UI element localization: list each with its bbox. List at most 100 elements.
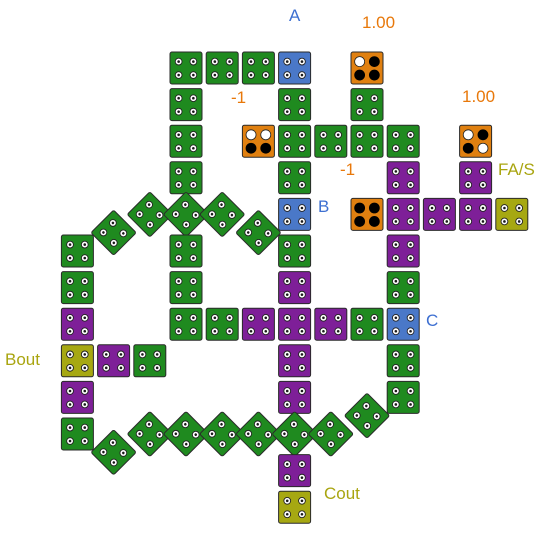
pip-center [358, 133, 361, 137]
tile-body [169, 124, 203, 158]
green-tile [386, 344, 420, 378]
pip-center [517, 220, 521, 223]
tile-body [386, 307, 420, 341]
tile-body [169, 51, 203, 85]
tile-body [91, 210, 136, 255]
tile-body [60, 344, 94, 378]
purple-tile [278, 271, 312, 305]
pip-center [68, 426, 72, 429]
green-tile [60, 271, 94, 305]
green-tile [60, 417, 94, 451]
pip-center [300, 183, 304, 187]
pip-center [213, 73, 217, 77]
pip-center [68, 366, 72, 370]
pip-center [177, 279, 180, 283]
pip-center [221, 442, 224, 446]
pip-center [300, 96, 304, 100]
pip-center [230, 433, 234, 436]
pip-center [300, 133, 304, 137]
pip-center [192, 279, 195, 283]
pip-center [285, 316, 289, 320]
pip-center [481, 206, 485, 210]
pip-center [68, 403, 72, 406]
pip-center [220, 203, 223, 206]
black-pip [368, 216, 380, 227]
pip-center [409, 133, 412, 137]
green-tile [344, 393, 390, 438]
pip-center [358, 316, 361, 320]
pip-center [300, 146, 304, 150]
pip-center [293, 442, 297, 446]
pip-center [177, 243, 180, 246]
pip-center [285, 133, 289, 137]
pip-center [394, 206, 398, 210]
pip-center [300, 512, 304, 516]
pip-center [409, 353, 412, 356]
tile-body [278, 197, 312, 231]
pip-center [329, 442, 333, 446]
pip-center [158, 213, 161, 217]
green-tile [386, 271, 420, 305]
pip-center [430, 206, 434, 210]
pip-center [264, 316, 268, 320]
pip-center [394, 329, 398, 333]
green-tile [350, 88, 384, 122]
pip-center [83, 439, 87, 443]
tile-body [133, 344, 167, 378]
tile-body [97, 344, 131, 378]
pip-center [445, 206, 449, 210]
purple-tile [386, 197, 420, 231]
pip-center [68, 293, 72, 296]
purple-tile [278, 454, 312, 488]
green-tile [169, 307, 203, 341]
pip-center [68, 353, 72, 356]
pip-center [394, 293, 398, 296]
tile-body [278, 88, 312, 122]
pip-center [285, 389, 289, 393]
pip-center [192, 60, 195, 63]
pip-center [503, 206, 506, 210]
green-tile [386, 380, 420, 414]
tile-body [60, 380, 94, 414]
pip-center [409, 316, 412, 320]
pip-center [177, 96, 180, 100]
green-tile [350, 307, 384, 341]
tile-body [91, 430, 136, 475]
pip-center [394, 366, 398, 370]
pip-center [147, 203, 151, 206]
pip-center [300, 206, 304, 210]
orange-tile [350, 51, 384, 85]
green-tile [163, 411, 209, 457]
pip-center [249, 316, 253, 320]
black-pip [368, 56, 380, 67]
pip-center [466, 220, 470, 223]
pip-center [122, 451, 125, 455]
pip-center [141, 353, 144, 356]
pip-center [322, 146, 325, 150]
pip-center [177, 256, 180, 260]
pip-center [192, 183, 195, 187]
black-pip [354, 216, 366, 227]
pip-center [300, 73, 304, 77]
pip-center [285, 243, 289, 246]
pip-center [517, 206, 521, 210]
pip-center [68, 279, 72, 283]
pip-center [409, 243, 412, 246]
pip-center [264, 60, 268, 63]
green-tile [169, 51, 203, 85]
tile-body [350, 197, 384, 231]
pip-center [300, 403, 304, 406]
pip-center [257, 241, 260, 245]
pip-center [466, 183, 470, 187]
pip-center [336, 133, 340, 137]
purple-tile [278, 307, 312, 341]
pip-center [249, 73, 253, 77]
tile-body [278, 51, 312, 85]
pip-center [111, 441, 115, 444]
pip-center [300, 366, 304, 370]
pip-center [409, 220, 412, 223]
pip-center [68, 439, 72, 443]
black-pip [462, 142, 474, 154]
tile-body [386, 271, 420, 305]
pip-center [83, 353, 87, 356]
